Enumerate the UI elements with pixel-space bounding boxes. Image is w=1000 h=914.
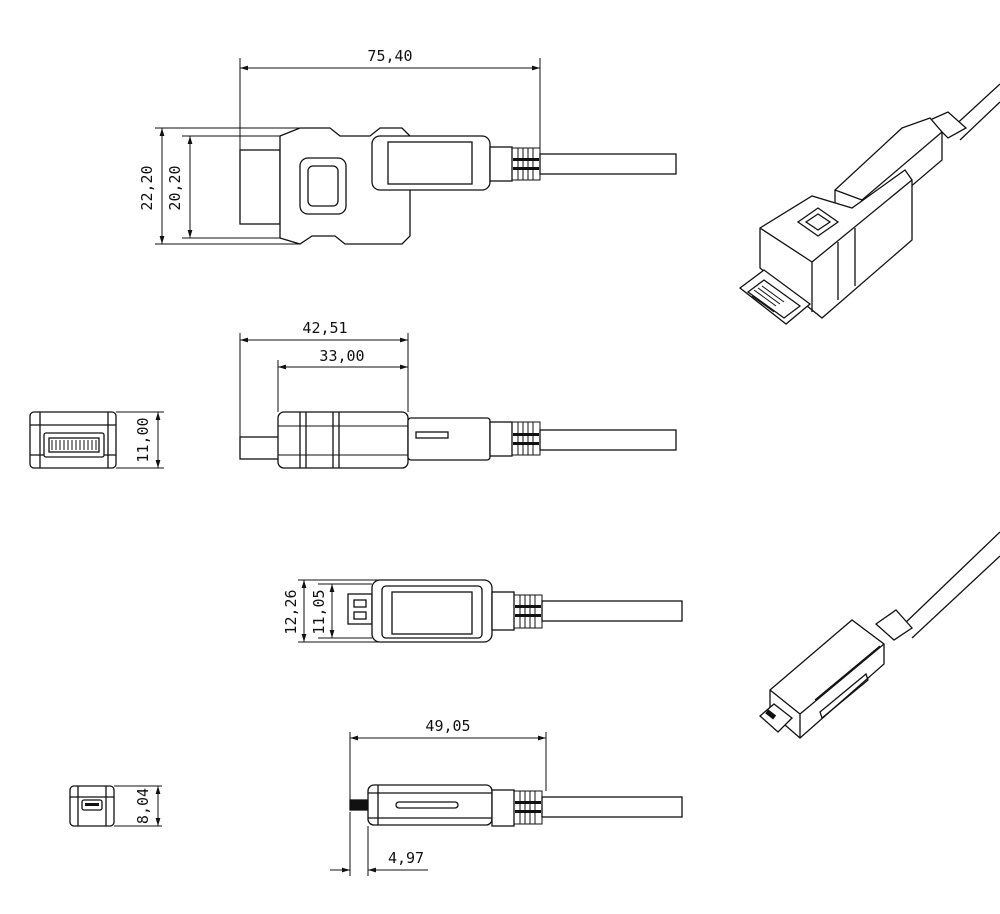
micro-end-view: 8,04 [69,785,162,827]
micro-top-view: 12,26 11,05 [282,579,683,643]
dim-hdmi-length: 75,40 [367,47,412,65]
dim-hdmi-side-length: 42,51 [302,319,347,337]
dim-micro-length: 49,05 [425,717,470,735]
dim-hdmi-end-height: 11,00 [134,417,152,462]
hdmi-top-view: 75,40 22,20 20,20 [138,47,677,245]
hdmi-isometric-view [738,83,1000,325]
dim-hdmi-side-body: 33,00 [319,347,364,365]
hdmi-end-view: 11,00 [29,411,164,469]
micro-isometric-view [759,531,1000,739]
dim-micro-tip: 4,97 [388,849,424,867]
dim-hdmi-height-outer: 22,20 [138,165,156,210]
dim-hdmi-height-inner: 20,20 [166,165,184,210]
dim-micro-end-height: 8,04 [134,788,152,824]
micro-side-view: 49,05 4,97 [330,717,683,876]
dim-micro-height-inner: 11,05 [310,589,328,634]
dim-micro-height-outer: 12,26 [282,589,300,634]
hdmi-side-view: 42,51 33,00 [239,319,677,469]
